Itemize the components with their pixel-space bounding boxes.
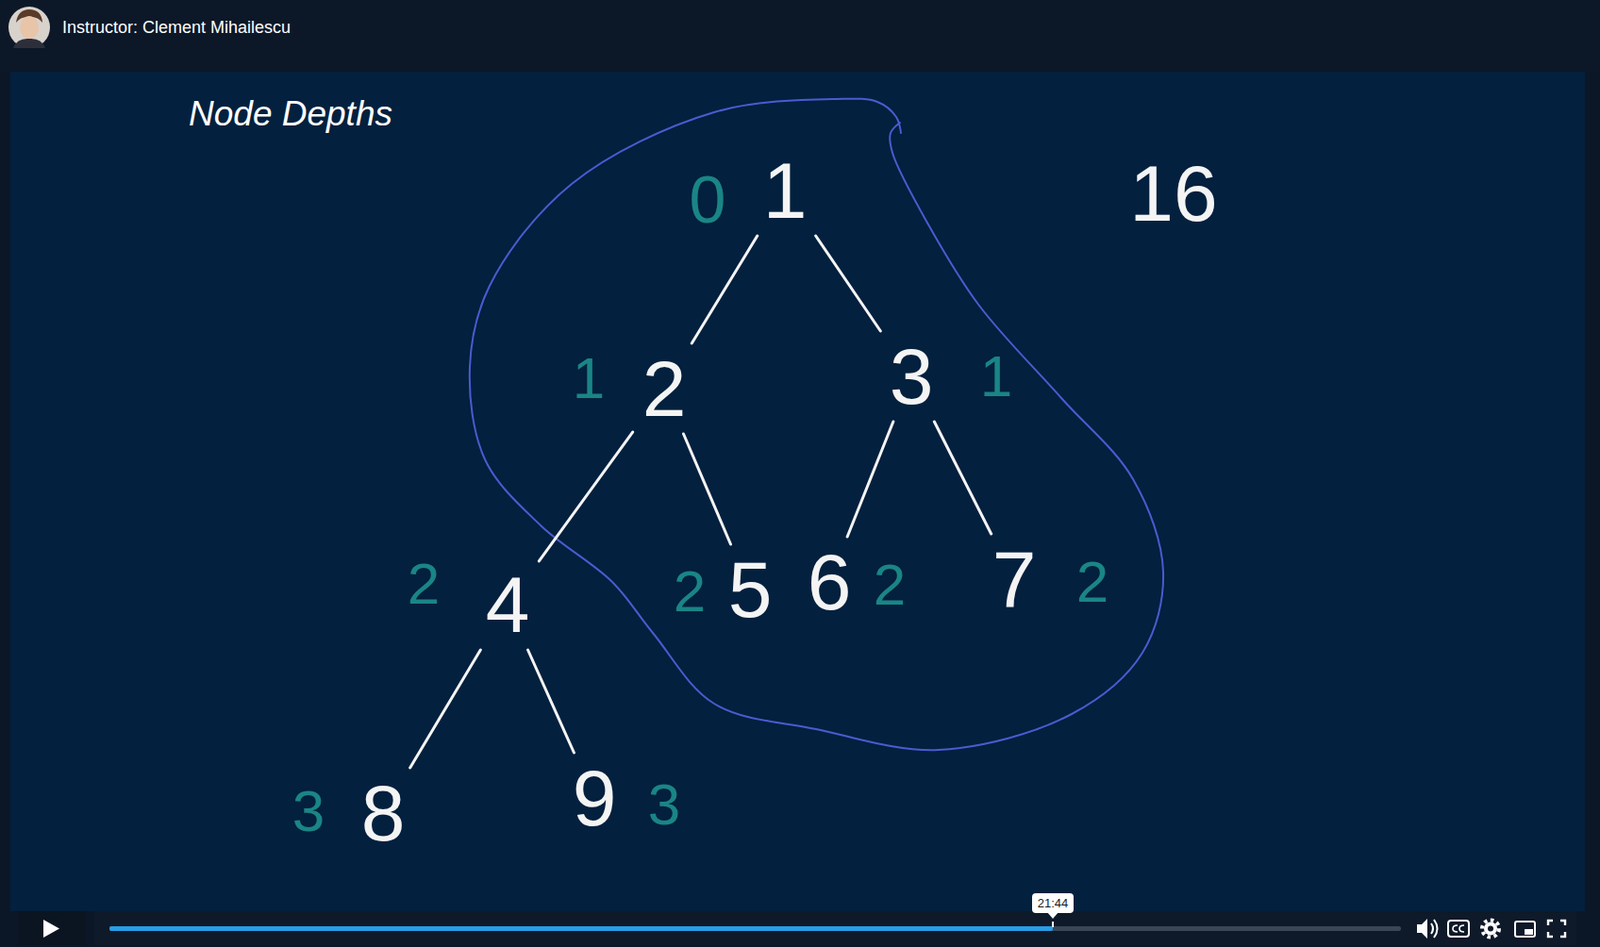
tree-node: 1: [753, 145, 817, 236]
video-canvas: [10, 71, 1585, 912]
progress-fill: [109, 926, 1053, 932]
tree-edge: [528, 650, 575, 753]
depth-number: 3: [644, 773, 684, 836]
tree-node: 5: [718, 544, 783, 635]
scrubber-mark: [1051, 921, 1054, 928]
depth-number: 1: [976, 345, 1017, 408]
node-value: 5: [728, 550, 773, 630]
depth-number: 0: [685, 165, 731, 235]
enclosing-loop: [469, 99, 1164, 751]
pip-icon: [1515, 921, 1535, 937]
instructor-name: Instructor: Clement Mihailescu: [62, 18, 291, 36]
depth-number: 2: [669, 560, 710, 623]
depth-number: 3: [288, 780, 329, 843]
depth-number: 2: [403, 552, 444, 616]
tree-node: 6: [798, 536, 862, 628]
tree-edge: [683, 433, 732, 545]
node-value: 1: [763, 150, 808, 231]
tree-node: 4: [476, 559, 540, 650]
depth-number: 1: [568, 347, 609, 410]
node-value: 2: [642, 349, 687, 429]
tree-edge: [410, 650, 482, 768]
tree-node: 9: [563, 752, 627, 844]
node-value: 4: [485, 565, 531, 645]
player-controls: [17, 911, 1577, 946]
tree-node: 2: [633, 343, 697, 434]
time-tooltip: 21:44: [1032, 893, 1075, 914]
settings-icon: [1482, 920, 1500, 938]
node-value: 6: [807, 542, 852, 622]
tree-edge: [538, 432, 633, 562]
tree-node: 7: [983, 533, 1047, 625]
avatar: [8, 6, 50, 49]
depth-number: 2: [1072, 550, 1113, 614]
depth-sum: 16: [1125, 151, 1221, 235]
captions-icon: [1448, 920, 1469, 937]
node-value: 8: [361, 773, 406, 853]
depth-number: 2: [869, 553, 910, 617]
node-value: 9: [572, 758, 617, 838]
tooltip-pointer: [1047, 912, 1059, 919]
volume-icon: [1416, 918, 1438, 939]
tree-edge: [847, 421, 894, 537]
tree-node: 8: [351, 767, 416, 859]
tree-node: 3: [880, 331, 944, 422]
node-value: 3: [889, 336, 934, 417]
tree-edge: [691, 235, 757, 344]
fullscreen-icon: [1548, 920, 1566, 937]
top-bar: [0, 0, 1600, 72]
tree-edge: [816, 235, 882, 332]
tree-edge: [933, 421, 991, 534]
play-icon: [43, 919, 60, 938]
slide-title: Node Depths: [188, 95, 393, 134]
progress-track: [109, 926, 1401, 932]
node-value: 7: [992, 539, 1037, 619]
